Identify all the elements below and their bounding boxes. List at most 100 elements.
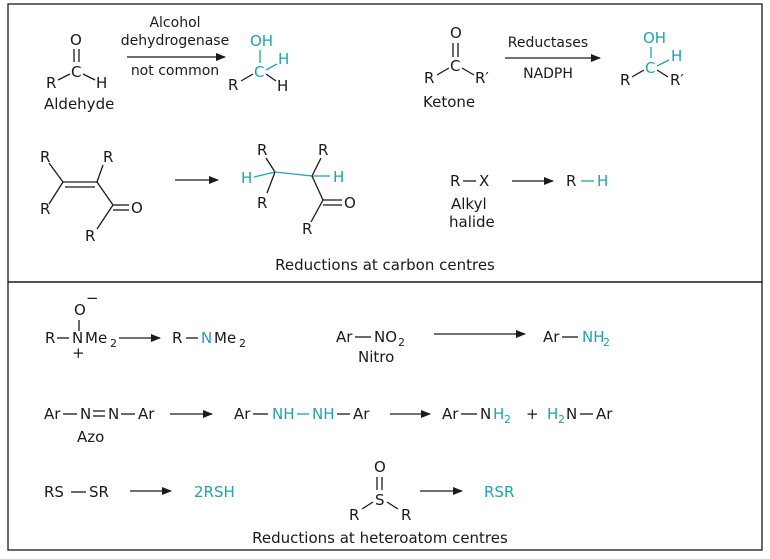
azo-plus: + — [526, 405, 539, 423]
enone-R3: R — [40, 200, 50, 218]
ketone-product-R: R — [620, 71, 630, 89]
ketone-cofactor: NADPH — [523, 66, 573, 82]
alkyl-halide-reaction: R X Alkyl halide R H — [449, 172, 608, 231]
disulfide-RS: RS — [44, 483, 64, 501]
carbon-caption: Reductions at carbon centres — [275, 256, 495, 274]
enone-product-R2: R — [257, 194, 267, 212]
enone-product-O: O — [344, 194, 356, 212]
hetero-panel-frame — [7, 281, 763, 551]
azo-product-Ar2: Ar — [596, 405, 613, 423]
nitro-product-NH: NH — [582, 328, 605, 346]
sulfoxide-R1: R — [349, 506, 359, 524]
enone-R1: R — [40, 148, 50, 166]
azo-product-H2N-sub2: 2 — [558, 413, 565, 426]
azo-N2: N — [108, 405, 119, 423]
n-oxide-product-sub2: 2 — [239, 337, 246, 350]
n-oxide-plus: + — [72, 344, 85, 362]
enone-product-R4: R — [302, 220, 312, 238]
hetero-caption: Reductions at heteroatom centres — [252, 529, 508, 547]
azo-product-H: H — [493, 405, 504, 423]
aldehyde-product-H1: H — [278, 50, 289, 68]
nitro-name: Nitro — [358, 348, 394, 366]
alkyl-halide-product-H: H — [597, 172, 608, 190]
aldehyde-product-R: R — [228, 76, 238, 94]
alkyl-halide-X: X — [479, 172, 489, 190]
enone-R2: R — [103, 148, 113, 166]
aldehyde-enzyme-line1: Alcohol — [149, 15, 200, 31]
aldehyde-H: H — [96, 74, 107, 92]
n-oxide-product-Me: Me — [214, 329, 236, 347]
aldehyde-C: C — [71, 63, 81, 81]
azo-name: Azo — [77, 428, 104, 446]
aldehyde-product-C: C — [254, 63, 264, 81]
azo-product-N: N — [480, 405, 491, 423]
aldehyde-reaction: O C R H Aldehyde Alcohol dehydrogenase n… — [44, 15, 289, 113]
n-oxide-product-R: R — [172, 329, 182, 347]
sulfoxide-S: S — [375, 491, 385, 509]
enone-product-H2: H — [333, 168, 344, 186]
azo-N1: N — [80, 405, 91, 423]
enone-reaction: R R R O R R H R R H O R — [40, 141, 356, 245]
ketone-O: O — [450, 24, 462, 42]
sulfoxide-product: RSR — [484, 483, 514, 501]
n-oxide-R: R — [45, 329, 55, 347]
ketone-enzyme: Reductases — [508, 35, 588, 51]
n-oxide-N: N — [72, 329, 83, 347]
enone-O: O — [131, 199, 143, 217]
n-oxide-reaction: O − R N Me 2 + R N Me 2 — [45, 289, 246, 362]
azo-product-H2N-N: N — [566, 405, 577, 423]
aldehyde-name: Aldehyde — [44, 95, 114, 113]
enone-product-H1: H — [241, 169, 252, 187]
azo-intermediate-NH1: NH — [272, 405, 295, 423]
alkyl-halide-product-R: R — [566, 172, 576, 190]
nitro-Ar: Ar — [336, 328, 353, 346]
nitro-product-Ar: Ar — [543, 328, 560, 346]
aldehyde-enzyme-line2: dehydrogenase — [121, 33, 229, 49]
ketone-product-OH: OH — [643, 29, 666, 47]
disulfide-SR: SR — [89, 483, 109, 501]
ketone-product-C: C — [645, 59, 655, 77]
alkyl-halide-name-line1: Alkyl — [451, 195, 487, 213]
ketone-C: C — [450, 57, 460, 75]
aldehyde-note: not common — [131, 63, 219, 79]
n-oxide-O: O — [74, 301, 86, 319]
azo-reaction: Ar N N Ar Azo Ar NH NH Ar Ar N H 2 + H 2… — [44, 405, 613, 446]
azo-product-sub2: 2 — [504, 413, 511, 426]
alkyl-halide-R: R — [450, 172, 460, 190]
aldehyde-product-H2: H — [277, 77, 288, 95]
n-oxide-sub2: 2 — [110, 337, 117, 350]
azo-Ar2: Ar — [138, 405, 155, 423]
disulfide-product: 2RSH — [194, 483, 235, 501]
azo-product-H2N-H: H — [547, 405, 558, 423]
alkyl-halide-name-line2: halide — [449, 213, 495, 231]
enone-R4: R — [85, 227, 95, 245]
ketone-R: R — [424, 69, 434, 87]
n-oxide-minus: − — [86, 289, 99, 307]
sulfoxide-O: O — [374, 458, 386, 476]
azo-intermediate-Ar1: Ar — [234, 405, 251, 423]
ketone-reaction: O C R R′ Ketone Reductases NADPH OH C H … — [423, 24, 684, 111]
aldehyde-product-OH: OH — [250, 32, 273, 50]
azo-Ar1: Ar — [44, 405, 61, 423]
ketone-R-prime: R′ — [475, 69, 489, 87]
enone-product-R1: R — [257, 141, 267, 159]
disulfide-reaction: RS SR 2RSH — [44, 483, 235, 501]
aldehyde-O: O — [70, 31, 82, 49]
azo-intermediate-Ar2: Ar — [353, 405, 370, 423]
ketone-name: Ketone — [423, 93, 475, 111]
azo-intermediate-NH2: NH — [312, 405, 335, 423]
azo-product-Ar: Ar — [442, 405, 459, 423]
enone-product-R3: R — [318, 141, 328, 159]
n-oxide-product-N: N — [201, 329, 212, 347]
aldehyde-R: R — [46, 74, 56, 92]
nitro-NO: NO — [374, 328, 397, 346]
n-oxide-Me: Me — [85, 329, 107, 347]
ketone-product-H: H — [671, 47, 682, 65]
nitro-sub2: 2 — [398, 336, 405, 349]
sulfoxide-reaction: O S R R RSR — [349, 458, 514, 524]
sulfoxide-R2: R — [401, 506, 411, 524]
ketone-product-R-prime: R′ — [670, 71, 684, 89]
nitro-product-sub2: 2 — [603, 336, 610, 349]
nitro-reaction: Ar NO 2 Nitro Ar NH 2 — [336, 328, 610, 366]
